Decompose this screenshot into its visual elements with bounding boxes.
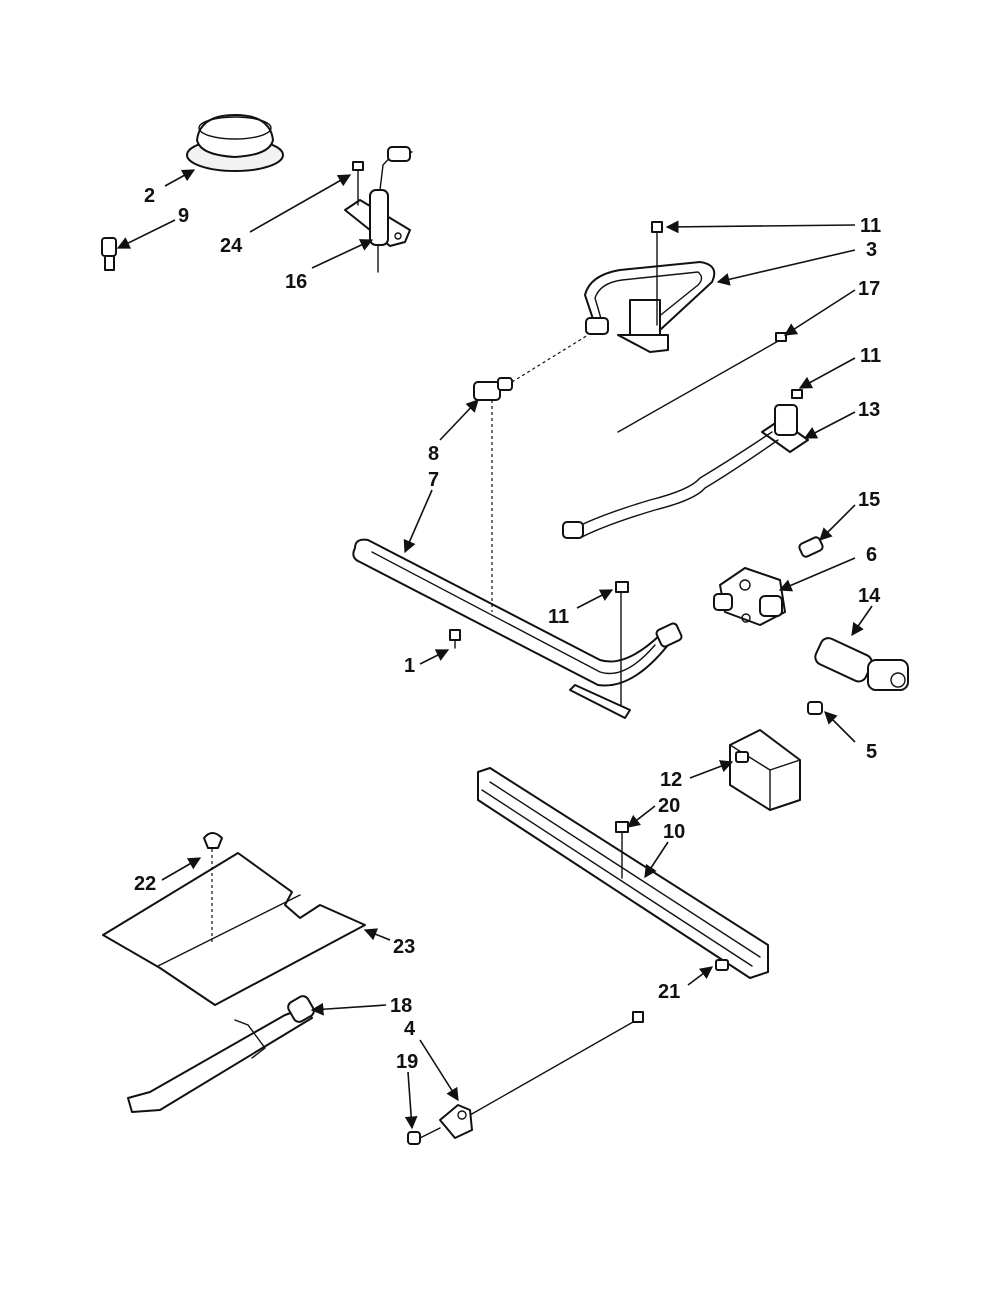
leader-lines bbox=[116, 169, 873, 1130]
callout-labels: 2 9 24 16 11 3 17 11 13 8 7 15 6 14 11 1… bbox=[134, 185, 881, 1073]
fitting-5-part bbox=[807, 701, 823, 715]
callout-14: 14 bbox=[858, 585, 881, 607]
callout-7: 7 bbox=[428, 469, 439, 491]
callout-3: 3 bbox=[866, 239, 877, 261]
callout-16: 16 bbox=[285, 271, 307, 293]
regulator-part bbox=[814, 637, 909, 691]
screw-1-part bbox=[449, 629, 461, 649]
callout-22: 22 bbox=[134, 873, 156, 895]
callout-10: 10 bbox=[663, 821, 685, 843]
callout-12: 12 bbox=[660, 769, 682, 791]
screw-19-part bbox=[407, 1127, 441, 1145]
callout-2: 2 bbox=[144, 185, 155, 207]
orifice-part bbox=[101, 237, 117, 271]
callout-23: 23 bbox=[393, 936, 415, 958]
callout-1: 1 bbox=[404, 655, 415, 677]
callout-19: 19 bbox=[396, 1051, 418, 1073]
rail-bracket-part bbox=[477, 767, 769, 979]
burner-cap-part bbox=[186, 114, 284, 172]
callout-9: 9 bbox=[178, 205, 189, 227]
clip-21-part bbox=[715, 959, 729, 971]
connector-part bbox=[655, 622, 683, 648]
ignition-module-part bbox=[729, 729, 801, 811]
callout-8: 8 bbox=[428, 443, 439, 465]
thermocouple-part bbox=[617, 332, 787, 433]
callout-17: 17 bbox=[858, 278, 880, 300]
bake-burner-part bbox=[127, 995, 315, 1113]
callout-21: 21 bbox=[658, 981, 680, 1003]
callout-20: 20 bbox=[658, 795, 680, 817]
callout-13: 13 bbox=[858, 399, 880, 421]
burner-tube-part bbox=[584, 221, 716, 353]
callout-11-mid: 11 bbox=[860, 345, 881, 367]
clip-22-part bbox=[203, 832, 223, 849]
thermostat-bulb-part bbox=[562, 389, 809, 539]
safety-valve-part bbox=[439, 1011, 644, 1139]
callout-4: 4 bbox=[404, 1018, 416, 1040]
callout-18: 18 bbox=[390, 995, 412, 1017]
orifice-holder-part bbox=[473, 334, 589, 401]
screw-11-part bbox=[615, 581, 629, 706]
callout-11-low: 11 bbox=[548, 606, 569, 628]
callout-15: 15 bbox=[858, 489, 880, 511]
screw-24-part bbox=[352, 161, 364, 206]
callout-6: 6 bbox=[866, 544, 877, 566]
heat-shield-part bbox=[102, 843, 366, 1006]
valve-part bbox=[713, 567, 786, 626]
callout-11-top: 11 bbox=[860, 215, 881, 237]
callout-5: 5 bbox=[866, 741, 877, 763]
fitting-15-part bbox=[798, 536, 824, 558]
callout-24: 24 bbox=[220, 235, 243, 257]
